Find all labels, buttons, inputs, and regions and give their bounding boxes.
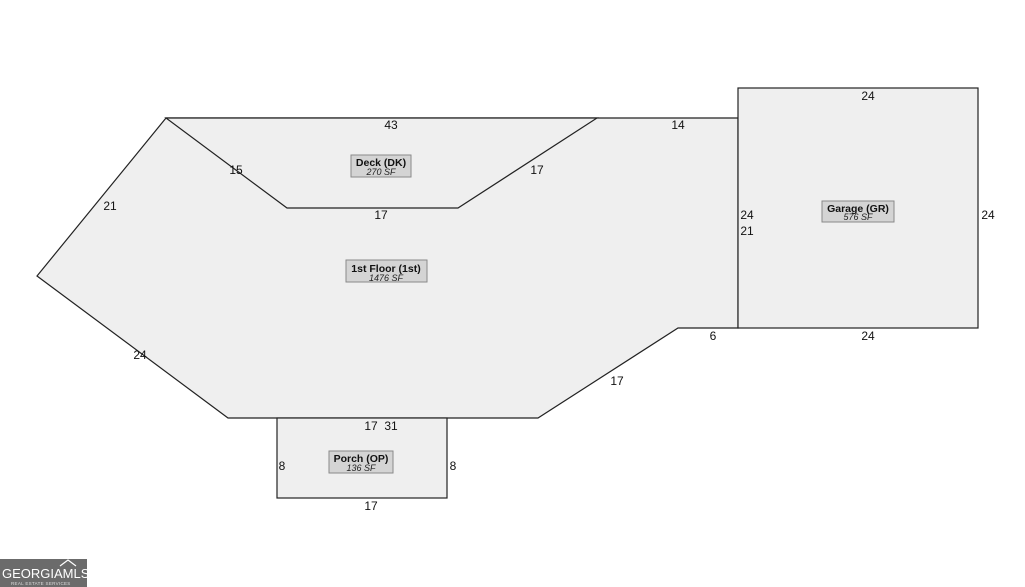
porch-label: Porch (OP) 136 SF	[328, 450, 394, 474]
georgiamls-logo: GEORGIAMLS REAL ESTATE SERVICES	[0, 559, 90, 587]
dim-garage-bottom-24: 24	[861, 329, 875, 343]
dim-garage-left-24: 24	[740, 208, 754, 222]
first-floor-label: 1st Floor (1st) 1476 SF	[345, 259, 428, 283]
dim-left-upper-21: 21	[103, 199, 117, 213]
dim-bottom-31: 31	[384, 419, 398, 433]
dim-deck-left-15: 15	[229, 163, 243, 177]
dim-left-lower-24: 24	[133, 348, 147, 362]
first-floor-area: 1476 SF	[369, 273, 404, 283]
dim-step-6: 6	[710, 329, 717, 343]
logo-main-text: GEORGIAMLS	[2, 566, 90, 581]
deck-area: 270 SF	[365, 167, 396, 177]
dim-top-14: 14	[671, 118, 685, 132]
porch-area: 136 SF	[346, 463, 376, 473]
garage-label: Garage (GR) 576 SF	[821, 200, 895, 223]
dim-porch-bottom-17: 17	[364, 499, 378, 513]
deck-label: Deck (DK) 270 SF	[350, 154, 412, 178]
dim-deck-bottom-17: 17	[374, 208, 388, 222]
dim-porch-right-8: 8	[450, 459, 457, 473]
logo-sub-text: REAL ESTATE SERVICES	[11, 581, 71, 586]
dim-garage-inner-21: 21	[740, 224, 754, 238]
dim-bottom-17: 17	[364, 419, 378, 433]
dim-porch-left-8: 8	[279, 459, 286, 473]
first-floor-name: 1st Floor (1st)	[351, 263, 420, 275]
dim-bottom-right-17: 17	[610, 374, 624, 388]
deck-name: Deck (DK)	[356, 157, 406, 169]
house-roof-icon	[59, 559, 77, 567]
dim-garage-right-24: 24	[981, 208, 995, 222]
garage-name: Garage (GR)	[827, 203, 889, 215]
dim-top-43: 43	[384, 118, 398, 132]
porch-name: Porch (OP)	[334, 453, 389, 465]
garage-area: 576 SF	[843, 212, 873, 222]
dim-deck-right-17: 17	[530, 163, 544, 177]
dim-garage-top-24: 24	[861, 89, 875, 103]
